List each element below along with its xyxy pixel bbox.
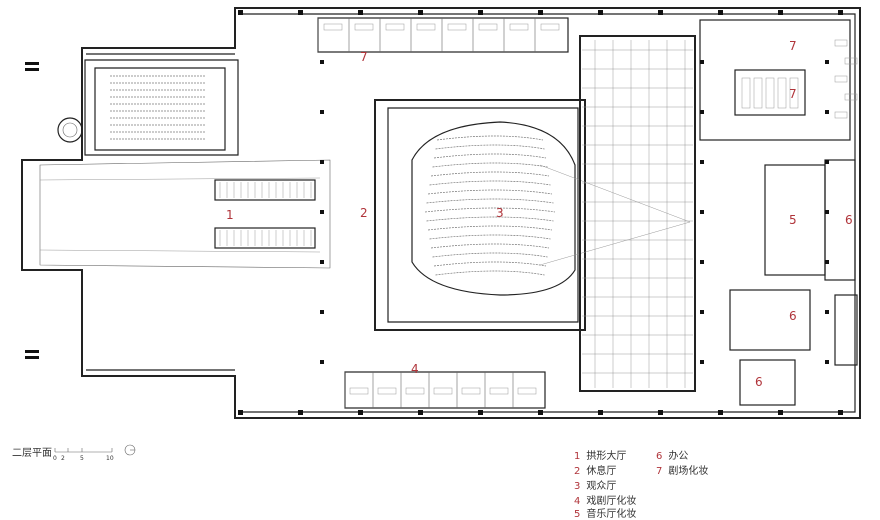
label-5: 4: [411, 362, 419, 376]
building-outline: [21, 7, 861, 419]
label-3: 3: [496, 206, 504, 220]
plan-title: 二层平面: [12, 448, 52, 459]
svg-text:10: 10: [106, 455, 114, 462]
stage: [579, 35, 696, 392]
label-6c: 6: [789, 309, 797, 323]
small-hall: [57, 59, 239, 156]
label-7a: 7: [789, 39, 797, 53]
structural-columns: [238, 10, 843, 415]
label-2: 2: [360, 206, 368, 220]
svg-text:5: 5: [80, 455, 84, 462]
scale-bar: 0 2 5 10: [53, 448, 114, 462]
main-hall: [374, 99, 691, 331]
label-6b: 6: [845, 213, 853, 227]
office-wing: [699, 19, 858, 406]
label-4: 7: [360, 50, 368, 64]
svg-text:2: 2: [61, 455, 65, 462]
north-arrow-icon: [124, 444, 136, 456]
label-6d: 6: [755, 375, 763, 389]
dressing-top: [317, 17, 569, 53]
svg-text:0: 0: [53, 455, 57, 462]
zone-labels: 1 2 3 7 4 5 6 6 6 7 7: [226, 39, 853, 389]
label-1: 1: [226, 208, 234, 222]
label-6a: 5: [789, 213, 797, 227]
escalators: [214, 179, 316, 249]
label-7b: 7: [789, 87, 797, 101]
section-markers: [25, 62, 39, 359]
dressing-bottom: [344, 371, 546, 409]
